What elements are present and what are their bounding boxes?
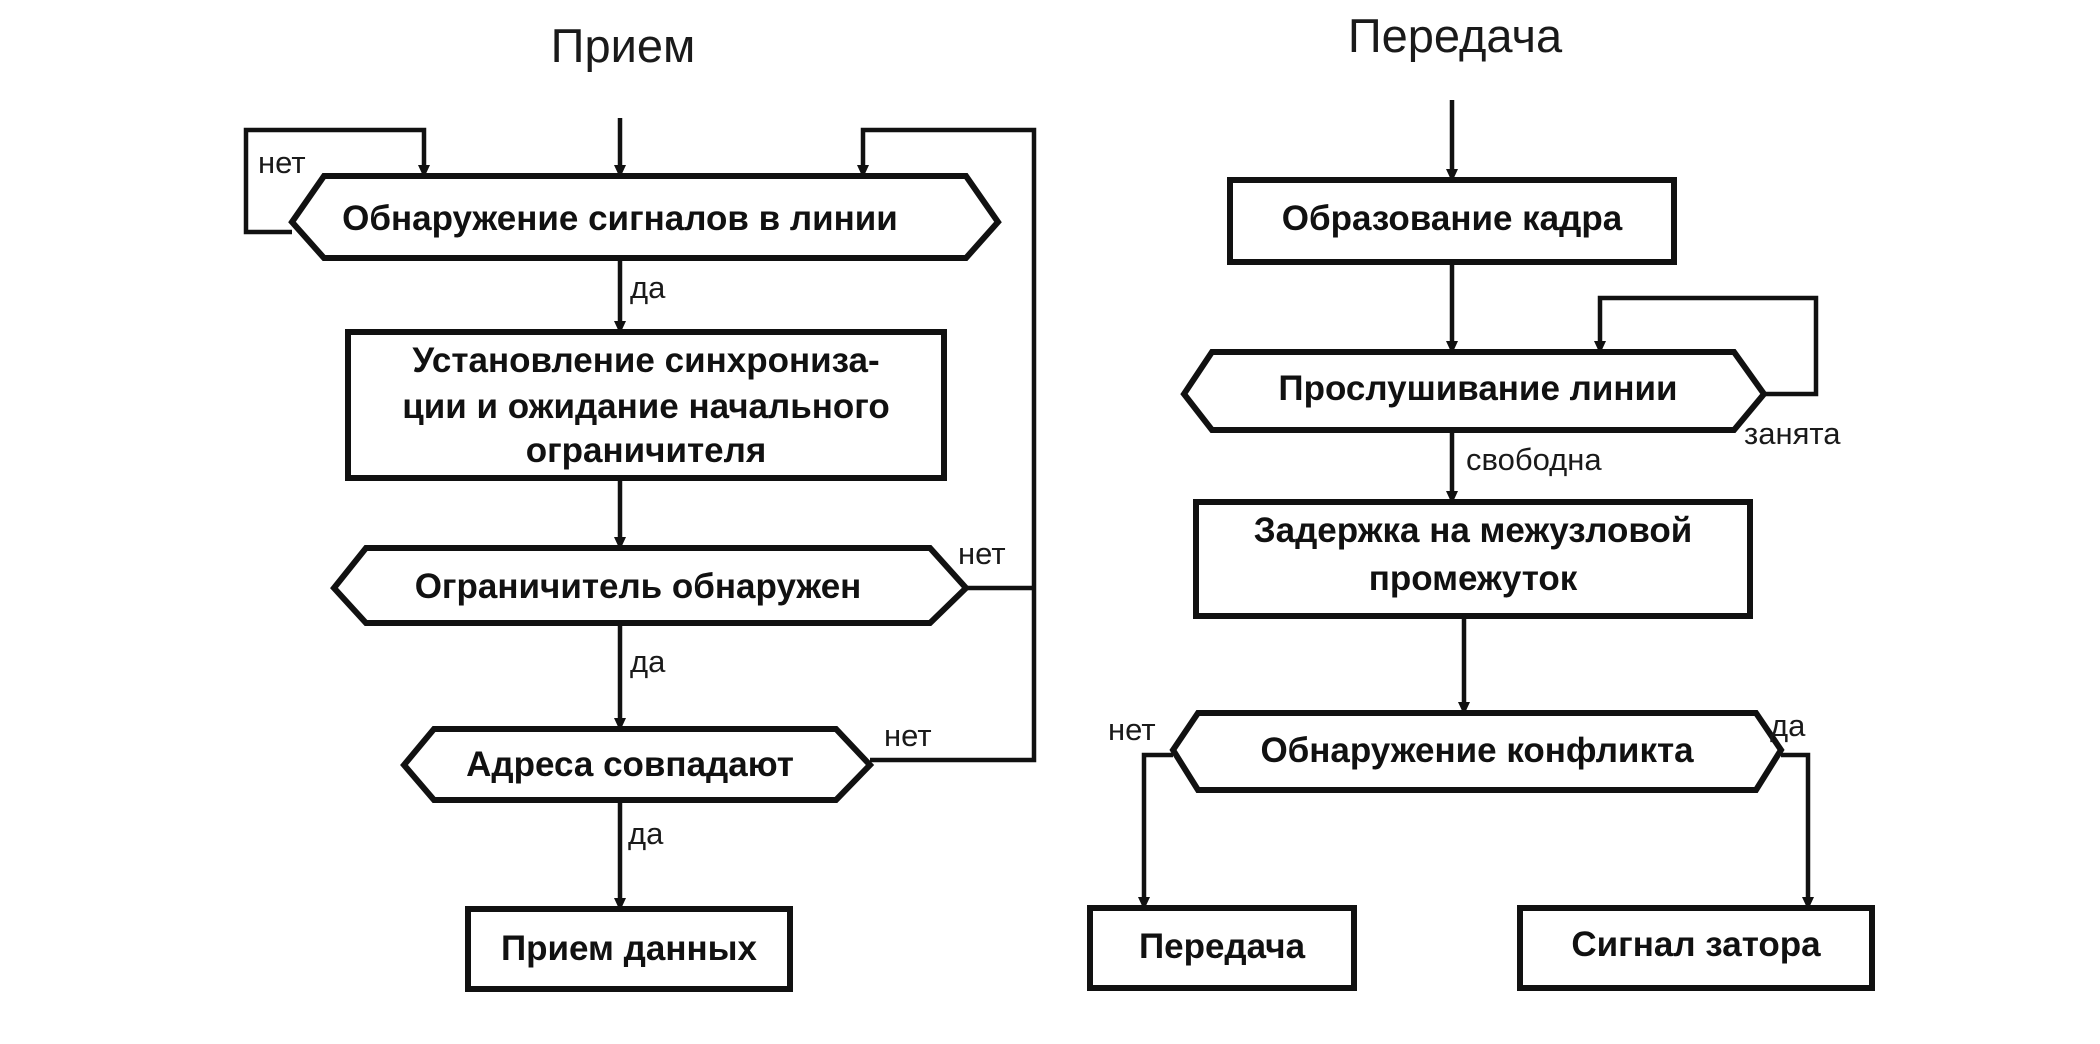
delimiter-no-label: нет bbox=[958, 536, 1006, 571]
listen-free-label: свободна bbox=[1466, 442, 1602, 477]
delimiter-yes-label: да bbox=[630, 644, 666, 679]
transmit-label: Передача bbox=[1139, 927, 1306, 966]
listen-busy-label: занята bbox=[1744, 416, 1841, 451]
collision-yes-label: да bbox=[1770, 708, 1806, 743]
jam-signal-node bbox=[1517, 905, 1875, 991]
address-match-label: Адреса совпадают bbox=[466, 745, 794, 784]
detect-signal-label: Обнаружение сигналов в линии bbox=[342, 199, 898, 238]
collision-yes-branch bbox=[1781, 752, 1814, 910]
receive-return-path bbox=[857, 127, 1037, 763]
build-frame-node bbox=[1227, 177, 1677, 265]
detect-no-label: нет bbox=[258, 145, 306, 180]
collision-node bbox=[1169, 710, 1785, 793]
jam-signal-label: Сигнал затора bbox=[1571, 925, 1821, 964]
address-match-node bbox=[400, 726, 875, 803]
listen-busy-loop bbox=[1594, 295, 1819, 397]
collision-label: Обнаружение конфликта bbox=[1260, 731, 1694, 770]
delay-label-line-2: промежуток bbox=[1369, 559, 1578, 598]
sync-label-line-1: Установление синхрониза- bbox=[412, 341, 879, 380]
delimiter-found-node bbox=[330, 545, 971, 626]
address-no-label: нет bbox=[884, 718, 932, 753]
delay-label-line-1: Задержка на межузловой bbox=[1254, 511, 1693, 550]
sync-node bbox=[345, 329, 947, 481]
transmit-connectors bbox=[1138, 100, 1819, 910]
sync-label-line-3: ограничителя bbox=[526, 431, 767, 470]
detect-no-loop bbox=[243, 127, 430, 235]
listen-line-label: Прослушивание линии bbox=[1278, 369, 1677, 408]
address-yes-label: да bbox=[628, 816, 664, 851]
receive-data-label: Прием данных bbox=[501, 929, 758, 968]
listen-line-node bbox=[1180, 349, 1768, 433]
collision-no-branch bbox=[1138, 752, 1173, 910]
sync-label-line-2: ции и ожидание начального bbox=[402, 387, 890, 426]
receive-connectors bbox=[243, 118, 1037, 911]
receive-data-node bbox=[465, 906, 793, 992]
detect-yes-label: да bbox=[630, 270, 666, 305]
delay-node bbox=[1193, 499, 1753, 619]
receive-title: Прием bbox=[551, 19, 696, 72]
detect-signal-node bbox=[288, 173, 1002, 261]
build-frame-label: Образование кадра bbox=[1282, 199, 1623, 238]
receive-flowchart: Прием Обнаружение сигналов в линии Устан… bbox=[243, 19, 1037, 992]
transmit-node bbox=[1087, 905, 1357, 991]
transmit-title: Передача bbox=[1348, 9, 1563, 62]
collision-no-label: нет bbox=[1108, 712, 1156, 747]
transmit-flowchart: Передача Образование кадра Прослушивание… bbox=[1087, 9, 1875, 991]
delimiter-found-label: Ограничитель обнаружен bbox=[415, 567, 862, 606]
